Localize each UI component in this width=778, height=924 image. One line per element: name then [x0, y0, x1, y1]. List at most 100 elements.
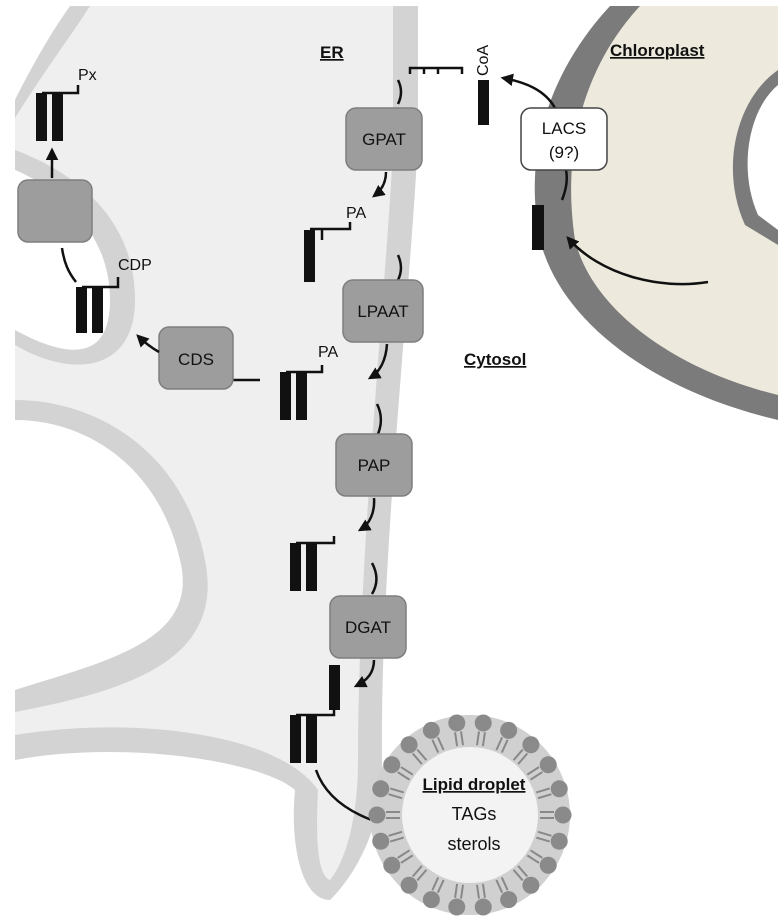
pa-molecule: [280, 365, 324, 420]
acyl-coa-bar: [478, 80, 489, 125]
dgat-label: DGAT: [345, 618, 391, 637]
droplet-lipid-tail: [495, 879, 504, 894]
droplet-lipid-tail: [481, 883, 486, 898]
droplet-lipid-head: [383, 756, 401, 774]
fatty-acid-chloroplast: [532, 205, 544, 250]
lacs-label: LACS: [542, 119, 586, 138]
droplet-lipid-head: [400, 736, 418, 754]
droplet-lipid-tail: [400, 854, 414, 864]
pap-label: PAP: [358, 456, 391, 475]
lipid-droplet-label: Lipid droplet: [423, 775, 526, 794]
droplet-lipid-tail: [512, 869, 524, 882]
px-label: Px: [78, 67, 97, 84]
cdp-dag-molecule: [76, 277, 120, 333]
droplet-lipid-head: [372, 832, 390, 850]
dgat-link-top: [370, 562, 378, 595]
unlabeled-enzyme-box: [17, 179, 93, 243]
dag-molecule: [290, 536, 336, 591]
droplet-lipid-head: [400, 876, 418, 894]
droplet-lipid-head: [383, 856, 401, 874]
droplet-lipid-tail: [500, 877, 509, 891]
droplet-lipid-tail: [397, 771, 411, 781]
droplet-lipid-tail: [389, 787, 404, 794]
lpaat-enzyme-box: LPAAT: [342, 279, 424, 343]
pa-label: PA: [318, 344, 338, 361]
droplet-lipid-tail: [411, 865, 423, 878]
droplet-lipid-tail: [388, 793, 403, 800]
dgat-enzyme-box: DGAT: [329, 595, 407, 659]
droplet-lipid-head: [539, 756, 557, 774]
droplet-lipid-head: [474, 898, 492, 916]
chloroplast: [534, 6, 778, 420]
lacs-enzyme-box: LACS (9?): [520, 107, 608, 171]
lipid-droplet: Lipid droplet TAGs sterols: [368, 714, 572, 916]
lpaat-link-top: [396, 254, 403, 281]
droplet-lipid-tail: [460, 884, 464, 899]
droplet-lipid-head: [500, 721, 518, 739]
droplet-lipid-head: [554, 806, 572, 824]
lpaat-label: LPAAT: [357, 302, 408, 321]
droplet-lipid-tail: [526, 766, 540, 776]
gpat-enzyme-box: GPAT: [345, 107, 423, 171]
droplet-lipid-tail: [416, 869, 428, 882]
droplet-lipid-head: [500, 891, 518, 909]
gpat-link-top: [396, 79, 403, 105]
dgat-arrow: [353, 659, 376, 688]
droplet-lipid-head: [422, 891, 440, 909]
gpat-arrow: [372, 171, 388, 198]
droplet-lipid-tail: [500, 739, 509, 753]
droplet-lipid-head: [368, 806, 386, 824]
droplet-lipid-tail: [529, 849, 543, 859]
gpat-label: GPAT: [362, 130, 406, 149]
droplet-lipid-tail: [476, 731, 480, 746]
droplet-lipid-tail: [460, 731, 464, 746]
droplet-lipid-tail: [476, 884, 480, 899]
droplet-lipid-head: [422, 721, 440, 739]
chloroplast-label: Chloroplast: [610, 41, 705, 60]
droplet-lipid-head: [550, 832, 568, 850]
droplet-lipid-head: [539, 856, 557, 874]
droplet-lipid-tail: [389, 836, 404, 843]
droplet-lipid-tail: [537, 830, 552, 837]
droplet-lipid-tail: [454, 883, 459, 898]
droplet-lipid-head: [448, 898, 466, 916]
lpaat-arrow: [367, 343, 389, 380]
dgat-acyl-bar: [329, 665, 340, 710]
droplet-lipid-tail: [512, 748, 524, 761]
droplet-lipid-tail: [495, 736, 504, 751]
droplet-lipid-tail: [431, 739, 440, 753]
coa-label: CoA: [475, 45, 492, 76]
tag-molecule: [290, 708, 336, 763]
cds-enzyme-box: CDS: [158, 326, 234, 390]
droplet-lipid-tail: [388, 830, 403, 837]
er-label: ER: [320, 43, 344, 62]
droplet-lipid-tail: [397, 849, 411, 859]
droplet-lipid-tail: [517, 865, 529, 878]
pap-link-top: [375, 403, 383, 435]
droplet-lipid-tail: [436, 879, 445, 894]
phospholipid-molecule: [36, 85, 80, 141]
droplet-lipid-tail: [536, 836, 551, 843]
droplet-lipid-tail: [436, 736, 445, 751]
droplet-lipid-head: [372, 780, 390, 798]
lpa-molecule: [304, 222, 352, 282]
droplet-lipid-tail: [517, 752, 529, 765]
droplet-lipid-head: [474, 714, 492, 732]
droplet-lipid-head: [522, 876, 540, 894]
droplet-lipid-tail: [416, 748, 428, 761]
cds-arrow: [136, 334, 160, 354]
droplet-lipid-head: [448, 714, 466, 732]
droplet-lipid-head: [550, 780, 568, 798]
tags-label: TAGs: [452, 804, 497, 824]
cds-label: CDS: [178, 350, 214, 369]
pap-arrow: [357, 497, 376, 532]
g3p-molecule: [408, 66, 464, 74]
droplet-phospholipid-heads: [368, 714, 572, 916]
droplet-lipid-tail: [411, 752, 423, 765]
cdp-label: CDP: [118, 257, 152, 274]
lacs-to-coa-arrow: [500, 73, 557, 109]
droplet-lipid-tail: [481, 732, 486, 747]
fa-export-arrow: [566, 236, 709, 286]
droplet-lipid-tail: [536, 787, 551, 794]
lacs-sublabel: (9?): [549, 143, 579, 162]
